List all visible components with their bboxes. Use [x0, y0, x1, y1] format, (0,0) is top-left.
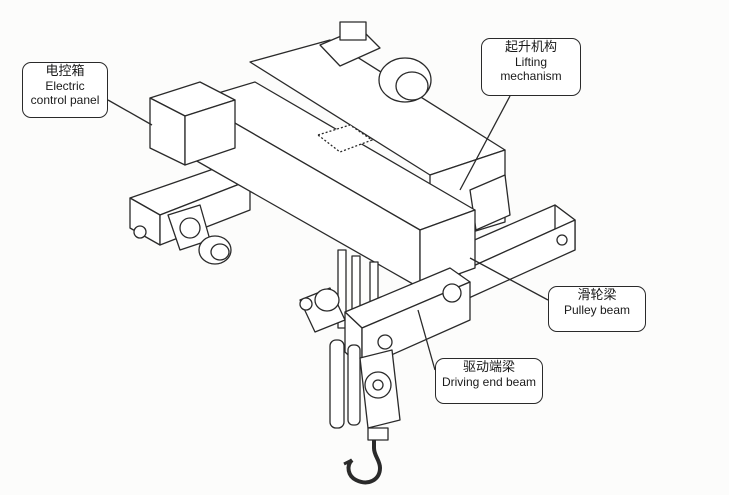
driving-end-beam-shape: [344, 267, 471, 369]
pulley-en: Pulley beam: [563, 302, 631, 317]
pulley-zh: 滑轮梁: [577, 288, 617, 303]
electric-panel-zh: 电控箱: [45, 64, 85, 79]
front-drive-motor: [299, 287, 346, 333]
electric-panel-en: Electric control panel: [30, 78, 100, 107]
driving-end-beam-callout: 驱动端梁 Driving end beam: [435, 358, 543, 404]
lifting-en: Lifting mechanism: [500, 54, 562, 83]
hook-block: [329, 339, 401, 441]
lifting-mechanism-callout: 起升机构 Lifting mechanism: [481, 38, 581, 96]
driving-en: Driving end beam: [441, 374, 537, 389]
pulley-beam-callout: 滑轮梁 Pulley beam: [548, 286, 646, 332]
main-cover-box: [194, 81, 476, 289]
crane-hook: [343, 440, 382, 485]
rear-drive-motor: [167, 204, 232, 265]
electric-panel-shape: [149, 81, 236, 166]
lifting-zh: 起升机构: [504, 40, 557, 55]
driving-zh: 驱动端梁: [462, 360, 515, 375]
leader-lines: [107, 95, 549, 371]
electric-control-panel-callout: 电控箱 Electric control panel: [22, 62, 108, 118]
